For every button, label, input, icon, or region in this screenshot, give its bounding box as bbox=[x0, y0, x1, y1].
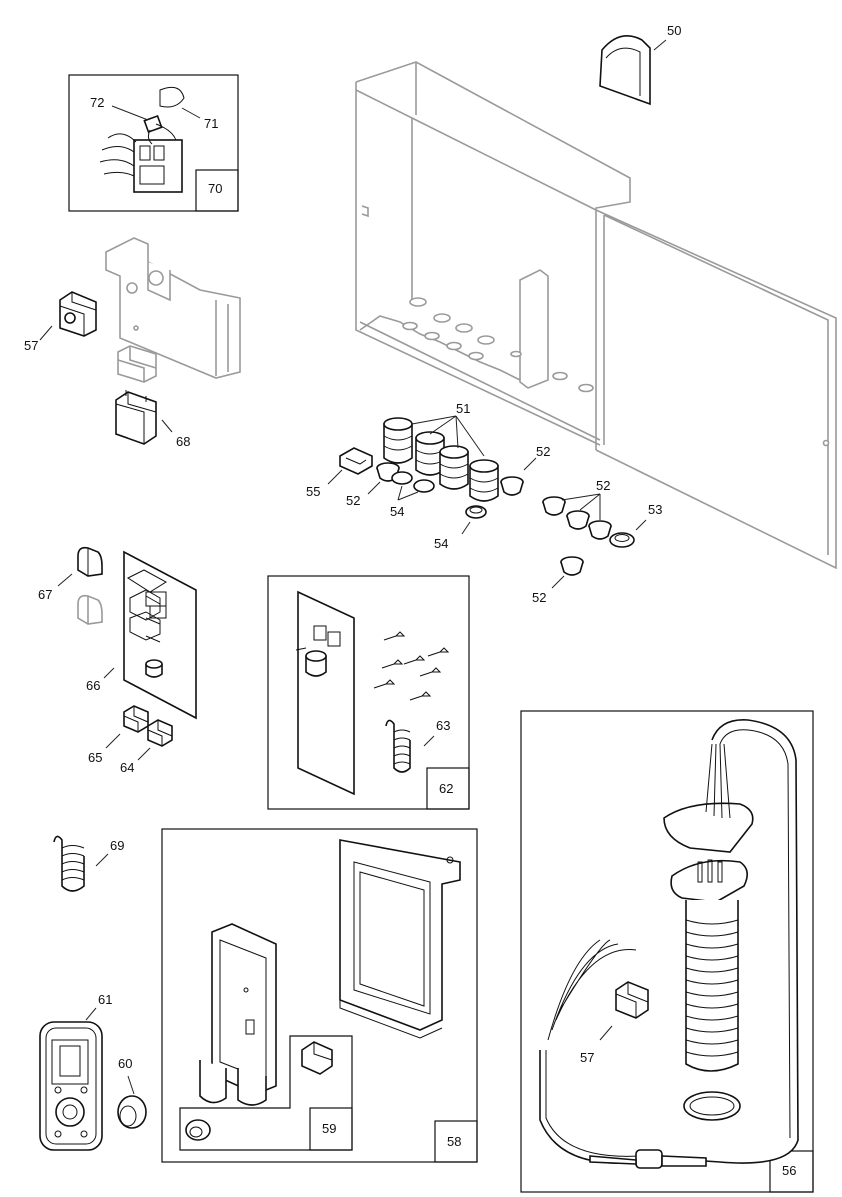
part-66-circuit-board bbox=[103, 550, 197, 720]
part-54-ring-b bbox=[461, 505, 487, 535]
part-54-ring-a bbox=[391, 471, 435, 501]
part-63-spring bbox=[385, 719, 435, 773]
gland-4 bbox=[469, 459, 499, 502]
callout-64: 64 bbox=[120, 760, 134, 775]
part-50-cover-cap bbox=[599, 34, 667, 106]
part-51-cable-glands bbox=[383, 415, 499, 502]
callout-68: 68 bbox=[176, 434, 190, 449]
part-52-grommets-c bbox=[542, 493, 612, 540]
heater-coil-lines bbox=[685, 919, 739, 1057]
part-68-relay bbox=[115, 390, 173, 445]
callout-labels: 50 51 52 52 52 52 53 54 54 55 56 57 57 5… bbox=[24, 23, 796, 1178]
callout-57-a: 57 bbox=[24, 338, 38, 353]
callout-56: 56 bbox=[782, 1163, 796, 1178]
part-65-connector bbox=[105, 705, 149, 749]
callout-52-b: 52 bbox=[536, 444, 550, 459]
part-58-kit-box bbox=[161, 828, 478, 1163]
part-56-kit-box bbox=[520, 710, 814, 1193]
callout-54-b: 54 bbox=[434, 536, 448, 551]
part-67-cap bbox=[57, 546, 103, 587]
callout-60: 60 bbox=[118, 1056, 132, 1071]
gland-3 bbox=[439, 445, 469, 490]
part-62-kit-box bbox=[267, 575, 470, 810]
part-59-kit-box bbox=[179, 1035, 353, 1151]
callout-52-a: 52 bbox=[346, 493, 360, 508]
callout-54-a: 54 bbox=[390, 504, 404, 519]
callout-53: 53 bbox=[648, 502, 662, 517]
callout-70: 70 bbox=[208, 181, 222, 196]
callout-67: 67 bbox=[38, 587, 52, 602]
callout-65: 65 bbox=[88, 750, 102, 765]
part-61-remote-control bbox=[39, 1007, 103, 1151]
callout-61: 61 bbox=[98, 992, 112, 1007]
part-53-o-ring bbox=[609, 519, 647, 548]
part-52-grommet-b bbox=[500, 457, 537, 496]
part-64-connector bbox=[137, 719, 173, 761]
part-70-kit-box bbox=[68, 74, 239, 212]
callout-50: 50 bbox=[667, 23, 681, 38]
callout-57-b: 57 bbox=[580, 1050, 594, 1065]
mounting-bracket-plate bbox=[105, 237, 241, 379]
part-69-spring bbox=[53, 835, 109, 892]
gland-1 bbox=[383, 417, 413, 464]
part-57-switch bbox=[39, 291, 97, 341]
screws bbox=[373, 631, 450, 701]
callout-51: 51 bbox=[456, 401, 470, 416]
relay-socket bbox=[117, 345, 157, 383]
callout-66: 66 bbox=[86, 678, 100, 693]
callout-52-c: 52 bbox=[596, 478, 610, 493]
callout-58: 58 bbox=[447, 1134, 461, 1149]
callout-55: 55 bbox=[306, 484, 320, 499]
callout-72: 72 bbox=[90, 95, 104, 110]
part-60-knob bbox=[117, 1075, 147, 1129]
callout-71: 71 bbox=[204, 116, 218, 131]
callout-52-d: 52 bbox=[532, 590, 546, 605]
callout-63: 63 bbox=[436, 718, 450, 733]
part-67-grey-cap bbox=[77, 594, 103, 625]
callout-59: 59 bbox=[322, 1121, 336, 1136]
callout-62: 62 bbox=[439, 781, 453, 796]
part-55-clip bbox=[327, 447, 373, 485]
part-52-grommet-d bbox=[551, 556, 584, 589]
callout-69: 69 bbox=[110, 838, 124, 853]
main-housing bbox=[355, 61, 837, 570]
